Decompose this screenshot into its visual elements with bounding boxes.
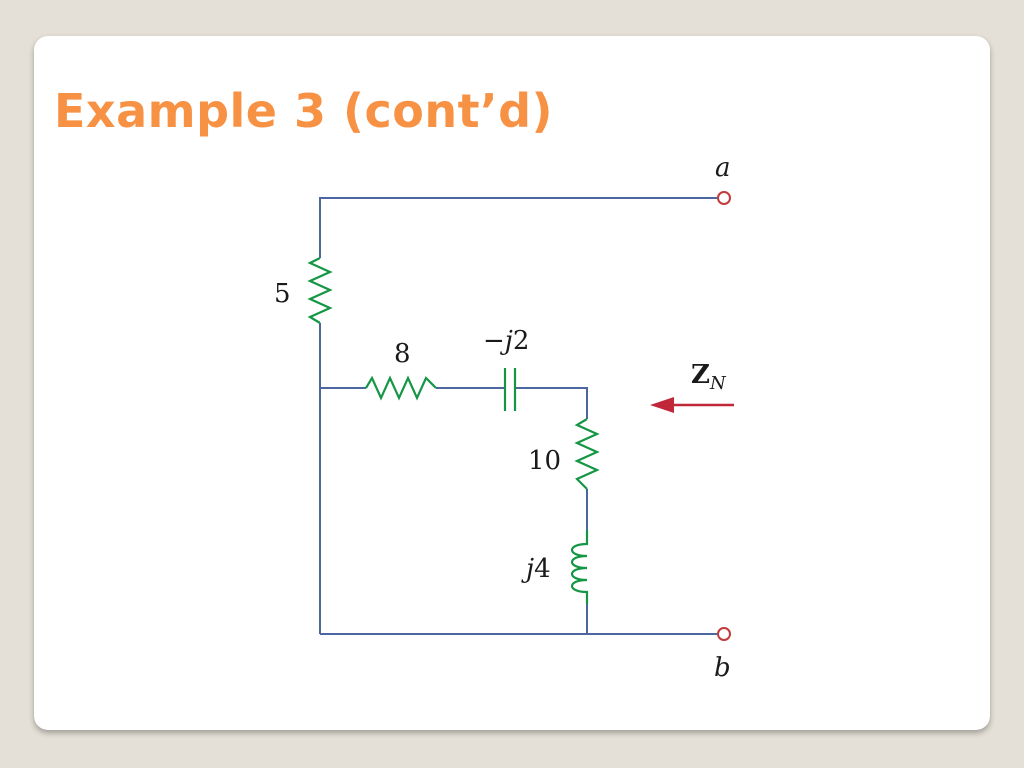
inductor-j4 bbox=[570, 530, 589, 604]
resistor-5 bbox=[307, 257, 333, 324]
circuit-diagram: 5 8 −j2 10 j4 a b ZN bbox=[274, 153, 734, 683]
label-terminal-b: b bbox=[714, 653, 731, 683]
resistor-8 bbox=[365, 375, 437, 401]
label-inductor: j4 bbox=[521, 554, 551, 584]
terminal-a bbox=[717, 191, 731, 205]
label-capacitor: −j2 bbox=[483, 326, 529, 356]
label-impedance-subscript: N bbox=[709, 373, 727, 394]
label-capacitor-value: 2 bbox=[513, 326, 530, 356]
impedance-arrow bbox=[650, 397, 734, 413]
label-inductor-j: j bbox=[521, 554, 534, 584]
label-impedance-symbol: Z bbox=[691, 360, 710, 390]
wires bbox=[319, 197, 719, 635]
label-resistor-5: 5 bbox=[274, 279, 291, 309]
wire-top bbox=[319, 197, 719, 258]
slide-title: Example 3 (cont’d) bbox=[54, 84, 554, 138]
label-impedance: ZN bbox=[691, 360, 727, 394]
label-resistor-10: 10 bbox=[528, 446, 561, 476]
label-resistor-8: 8 bbox=[394, 339, 411, 369]
label-capacitor-sign: − bbox=[483, 326, 505, 356]
label-terminal-a: a bbox=[715, 153, 731, 183]
resistor-10 bbox=[574, 418, 600, 490]
slide-card: Example 3 (cont’d) 5 8 −j2 10 bbox=[34, 36, 990, 730]
terminal-b bbox=[717, 627, 731, 641]
capacitor bbox=[503, 368, 517, 411]
wire-middle-right bbox=[515, 387, 588, 419]
label-inductor-value: 4 bbox=[534, 554, 551, 584]
arrow-head bbox=[650, 397, 674, 413]
